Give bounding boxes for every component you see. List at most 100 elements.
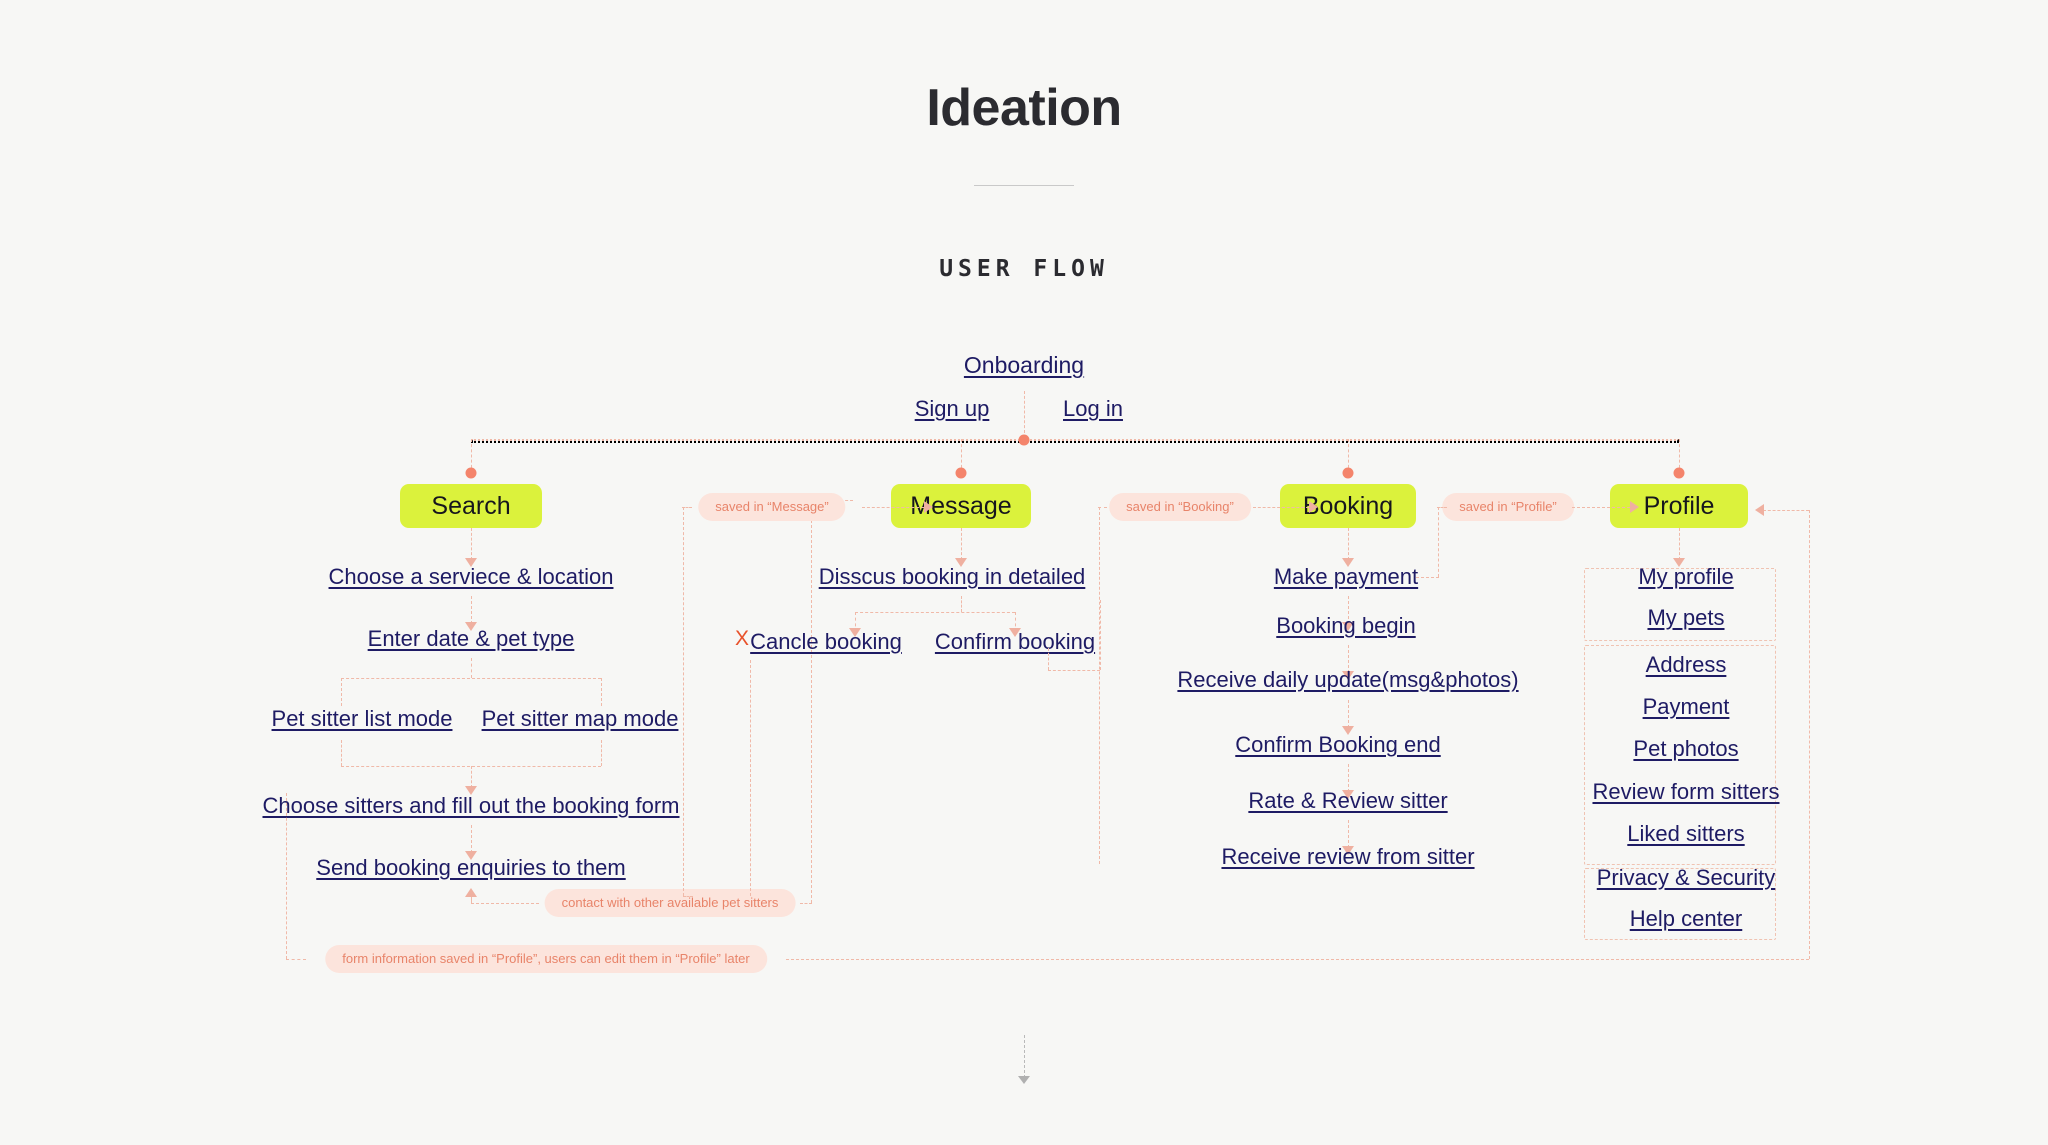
form-saved-bus	[786, 959, 1809, 960]
profile-group-3	[1584, 868, 1776, 940]
saved-message-riser	[683, 507, 684, 896]
branch-node-message[interactable]: Message	[891, 484, 1031, 528]
flow-step-receive-review-from-sitter[interactable]: Receive review from sitter	[1221, 844, 1475, 869]
flow-node-onboarding[interactable]: Onboarding	[963, 352, 1085, 378]
profile-arrow-1	[1673, 558, 1685, 567]
flow-step-confirm-booking-end[interactable]: Confirm Booking end	[1235, 732, 1441, 757]
branch-dot-booking	[1342, 467, 1354, 479]
branch-dot-search	[465, 467, 477, 479]
saved-message-arrow	[924, 501, 933, 513]
annotation-contact-others: contact with other available pet sitters	[544, 889, 796, 917]
flow-item-my-profile[interactable]: My profile	[1638, 564, 1734, 589]
flow-item-help-center[interactable]: Help center	[1629, 906, 1743, 931]
search-split-bar	[341, 678, 601, 679]
form-saved-return-riser	[1809, 510, 1810, 959]
flow-item-pet-photos[interactable]: Pet photos	[1633, 736, 1739, 761]
contact-loop-riser	[811, 500, 812, 903]
drop-line-profile	[1679, 439, 1680, 473]
flow-step-booking-begin[interactable]: Booking begin	[1276, 613, 1416, 638]
flow-step-choose-sitters-fill-form[interactable]: Choose sitters and fill out the booking …	[262, 793, 680, 818]
search-split-right	[601, 678, 602, 706]
bus-center-dot	[1018, 434, 1030, 446]
flow-step-cancel-booking[interactable]: Cancle booking	[750, 629, 902, 654]
search-merge-left	[341, 740, 342, 766]
search-arrow-4	[465, 851, 477, 860]
search-arrow-2	[465, 622, 477, 631]
flow-step-enter-date-pet-type[interactable]: Enter date & pet type	[367, 626, 575, 651]
saved-booking-riser	[1099, 507, 1100, 864]
flow-step-pet-sitter-map-mode[interactable]: Pet sitter map mode	[481, 706, 679, 731]
annotation-saved-in-booking: saved in “Booking”	[1109, 493, 1251, 521]
form-saved-stub-left	[286, 959, 306, 960]
branch-node-booking[interactable]: Booking	[1280, 484, 1416, 528]
annotation-saved-in-profile: saved in “Profile”	[1442, 493, 1574, 521]
confirm-return-bottom	[1048, 670, 1100, 671]
branch-dot-profile	[1673, 467, 1685, 479]
saved-booking-stub	[1098, 507, 1107, 508]
section-label: USER FLOW	[939, 256, 1109, 282]
booking-arrow-3	[1342, 671, 1354, 680]
cancel-return-riser	[750, 660, 751, 896]
distribution-bus	[471, 439, 1679, 443]
search-connector-4	[471, 825, 472, 853]
flow-item-liked-sitters[interactable]: Liked sitters	[1627, 821, 1745, 846]
flow-item-privacy-security[interactable]: Privacy & Security	[1596, 865, 1776, 890]
annotation-saved-in-message: saved in “Message”	[698, 493, 846, 521]
contact-loop-bar-right	[800, 903, 812, 904]
saved-booking-arrow-line	[1253, 507, 1309, 508]
booking-connector-3	[1348, 645, 1349, 673]
search-merge-stem	[471, 766, 472, 788]
message-connector-1	[961, 528, 962, 560]
saved-profile-riser	[1438, 507, 1439, 577]
booking-connector-2	[1348, 596, 1349, 624]
flow-item-address[interactable]: Address	[1645, 652, 1727, 677]
saved-profile-bottom	[1416, 577, 1439, 578]
contact-loop-bar	[471, 903, 539, 904]
flow-step-confirm-booking[interactable]: Confirm booking	[934, 629, 1096, 654]
confirm-return-stub	[1048, 648, 1049, 670]
flow-step-choose-service-location[interactable]: Choose a serviece & location	[328, 564, 614, 589]
message-arrow-confirm	[1009, 628, 1021, 637]
contact-loop-arrow	[465, 888, 477, 897]
saved-profile-arrow	[1630, 501, 1639, 513]
flow-step-rate-review-sitter[interactable]: Rate & Review sitter	[1248, 788, 1448, 813]
booking-arrow-6	[1342, 846, 1354, 855]
message-arrow-1	[955, 558, 967, 567]
saved-profile-arrow-line	[1572, 507, 1630, 508]
booking-arrow-1	[1342, 558, 1354, 567]
contact-loop-stem	[471, 897, 472, 903]
flow-step-make-payment[interactable]: Make payment	[1273, 564, 1419, 589]
saved-message-stub	[682, 507, 692, 508]
scroll-down-icon	[1018, 1076, 1030, 1084]
drop-line-search	[471, 439, 472, 473]
saved-booking-arrow	[1309, 501, 1318, 513]
drop-line-booking	[1348, 439, 1349, 473]
saved-profile-stub	[1437, 507, 1447, 508]
onboarding-split-line	[1024, 391, 1025, 433]
flow-item-review-form-sitters[interactable]: Review form sitters	[1592, 779, 1780, 804]
flow-node-sign-up[interactable]: Sign up	[914, 396, 990, 421]
search-connector-1	[471, 528, 472, 560]
flow-item-my-pets[interactable]: My pets	[1647, 605, 1725, 630]
scroll-hint-line	[1024, 1035, 1025, 1078]
flow-step-discuss-booking[interactable]: Disscus booking in detailed	[818, 564, 1086, 589]
cancel-x-icon: X	[734, 627, 750, 650]
booking-arrow-4	[1342, 726, 1354, 735]
title-divider	[974, 185, 1074, 186]
form-saved-return-top	[1763, 510, 1809, 511]
branch-dot-message	[955, 467, 967, 479]
flow-item-payment[interactable]: Payment	[1642, 694, 1730, 719]
flow-step-receive-daily-update[interactable]: Receive daily update(msg&photos)	[1177, 667, 1519, 692]
flow-node-log-in[interactable]: Log in	[1063, 396, 1123, 421]
drop-line-message	[961, 439, 962, 473]
flow-step-send-booking-enquiries[interactable]: Send booking enquiries to them	[316, 855, 626, 880]
branch-node-search[interactable]: Search	[400, 484, 542, 528]
annotation-form-saved: form information saved in “Profile”, use…	[325, 945, 767, 973]
search-merge-right	[601, 740, 602, 766]
flow-step-pet-sitter-list-mode[interactable]: Pet sitter list mode	[271, 706, 453, 731]
booking-connector-6	[1348, 820, 1349, 848]
booking-connector-4	[1348, 700, 1349, 728]
form-saved-riser	[286, 793, 287, 959]
form-saved-return-arrow	[1755, 504, 1764, 516]
